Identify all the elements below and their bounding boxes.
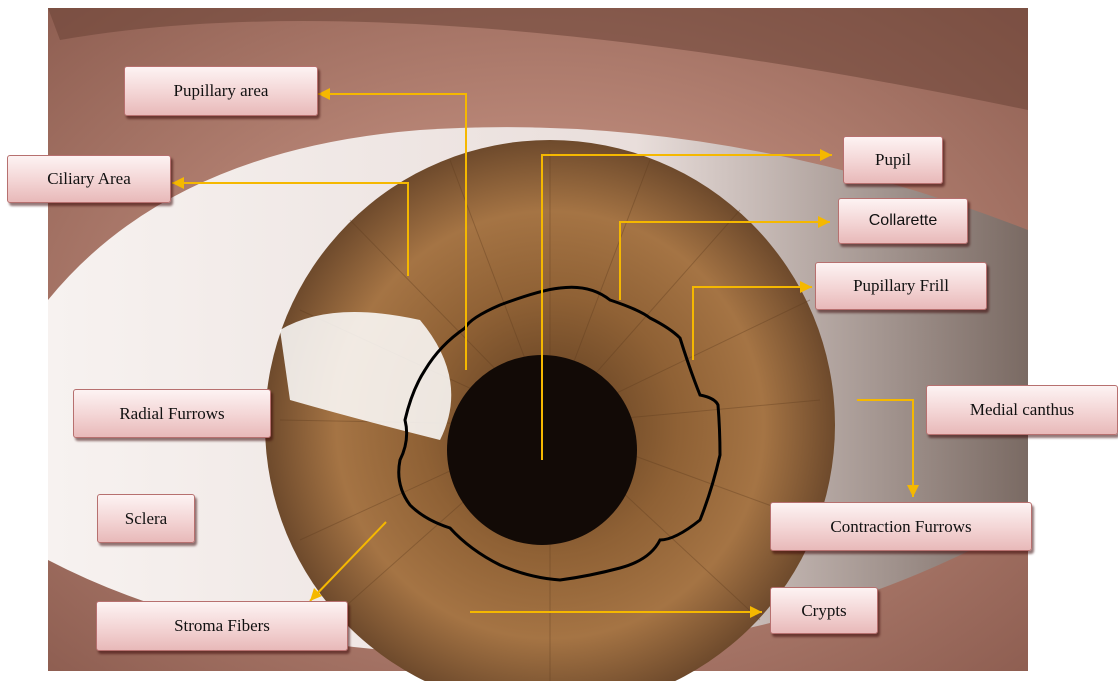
label-crypts: Crypts [770,587,878,634]
label-collarette: Collarette [838,198,968,244]
label-pupillary-frill: Pupillary Frill [815,262,987,310]
label-sclera: Sclera [97,494,195,543]
label-radial-furrows: Radial Furrows [73,389,271,438]
label-medial-canthus: Medial canthus [926,385,1118,435]
label-pupil: Pupil [843,136,943,184]
label-ciliary-area: Ciliary Area [7,155,171,203]
label-stroma-fibers: Stroma Fibers [96,601,348,651]
label-contraction-furrows: Contraction Furrows [770,502,1032,551]
label-pupillary-area: Pupillary area [124,66,318,116]
